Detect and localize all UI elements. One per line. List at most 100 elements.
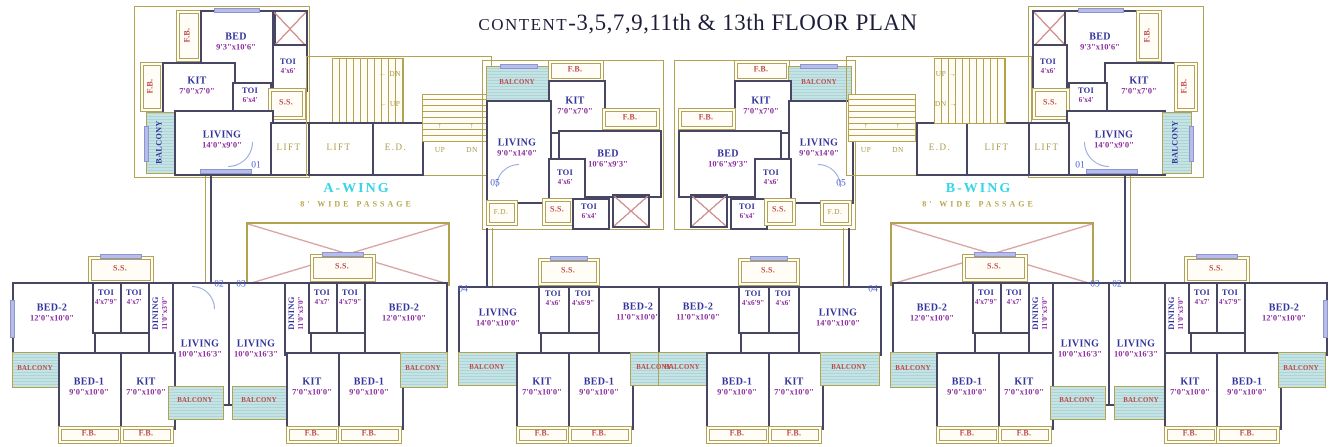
- balcony-label: BALCONY: [1170, 120, 1180, 164]
- unit-number-r02: 02: [1112, 279, 1122, 290]
- wall-segment: [1124, 176, 1126, 282]
- arrow-left-icon: ←: [379, 98, 388, 108]
- fb-label: F.B.: [959, 428, 975, 438]
- unit-b01-outline: [1028, 6, 1204, 178]
- service-slab-box: [268, 88, 306, 120]
- stair-dn-label: DN →: [934, 98, 958, 108]
- balcony-r04-right: [820, 352, 880, 386]
- room-bed1-l03: [338, 352, 404, 430]
- window-segment: [322, 252, 364, 257]
- arrow-up-icon: ↑: [469, 120, 475, 130]
- wing-b-passage-label: 8' WIDE PASSAGE: [922, 199, 1036, 209]
- ss-label: S.S.: [771, 204, 787, 214]
- service-slab-box: [1184, 256, 1250, 284]
- unit-number-r04: 04: [868, 284, 878, 295]
- lift-label: LIFT: [984, 141, 1010, 152]
- room-toi-l04-2: [568, 286, 602, 334]
- flower-bed-box: [176, 10, 202, 62]
- balcony-label: BALCONY: [664, 364, 700, 372]
- room-kit-l03: [286, 352, 342, 430]
- ss-label: S.S.: [986, 261, 1002, 271]
- room-toi-l02-2: [120, 282, 152, 334]
- staircase-b-left: [848, 94, 916, 142]
- fb-label: F.B.: [138, 428, 154, 438]
- arrow-up-icon: ↑: [437, 120, 443, 130]
- flower-bed-box: [1174, 62, 1198, 112]
- fb-label: F.B.: [786, 428, 802, 438]
- window-segment: [200, 169, 252, 174]
- balcony-label: BALCONY: [241, 397, 277, 405]
- stair-up-label: UP →: [935, 68, 957, 78]
- window-segment: [144, 126, 149, 162]
- wing-a-label: A-WING: [323, 181, 391, 197]
- flower-bed-box: [568, 426, 632, 444]
- wing-a-passage-label: 8' WIDE PASSAGE: [300, 199, 414, 209]
- window-segment: [100, 254, 142, 259]
- balcony-l02-left: [12, 352, 60, 388]
- flower-bed-box: [602, 108, 660, 130]
- room-bed2-l03: [364, 282, 448, 356]
- page-title: CONTENT-3,5,7,9,11th & 13th FLOOR PLAN: [478, 10, 917, 36]
- duct-shaft: [272, 10, 308, 48]
- window-segment: [974, 252, 1016, 257]
- flower-bed-box: [1216, 426, 1280, 444]
- room-toi-r03-2: [1000, 282, 1032, 334]
- fb-label: F.B.: [753, 64, 769, 74]
- stair-up-label: ← UP: [379, 98, 401, 108]
- balcony-label: BALCONY: [17, 365, 53, 373]
- balcony-l03-left: [232, 386, 288, 420]
- stair-up-label: UP: [434, 144, 446, 154]
- window-segment: [1189, 126, 1194, 162]
- balcony-label: BALCONY: [895, 365, 931, 373]
- unit-a01-outline: [134, 6, 310, 178]
- unit-number-a01: 01: [251, 160, 261, 171]
- balcony-label: BALCONY: [499, 79, 535, 87]
- fb-label: F.B.: [567, 64, 583, 74]
- stair-dn-label: ← DN: [378, 68, 402, 78]
- window-segment: [1323, 300, 1328, 338]
- lift-label: LIFT: [276, 141, 302, 152]
- window-segment: [500, 64, 538, 69]
- staircase-b-right: [934, 58, 1006, 124]
- balcony-a01: [146, 112, 176, 174]
- fb-label: F.B.: [361, 428, 377, 438]
- fire-duct-box: [486, 200, 518, 226]
- room-ed-a: [372, 122, 424, 176]
- fb-label: F.B.: [304, 428, 320, 438]
- balcony-r02-right: [1278, 352, 1326, 388]
- fb-label: F.B.: [145, 78, 155, 94]
- fire-duct-box: [820, 200, 852, 226]
- stair-dn-label: DN: [892, 144, 904, 154]
- service-slab-box: [542, 198, 574, 226]
- wall-segment: [486, 228, 488, 288]
- ss-label: S.S.: [334, 261, 350, 271]
